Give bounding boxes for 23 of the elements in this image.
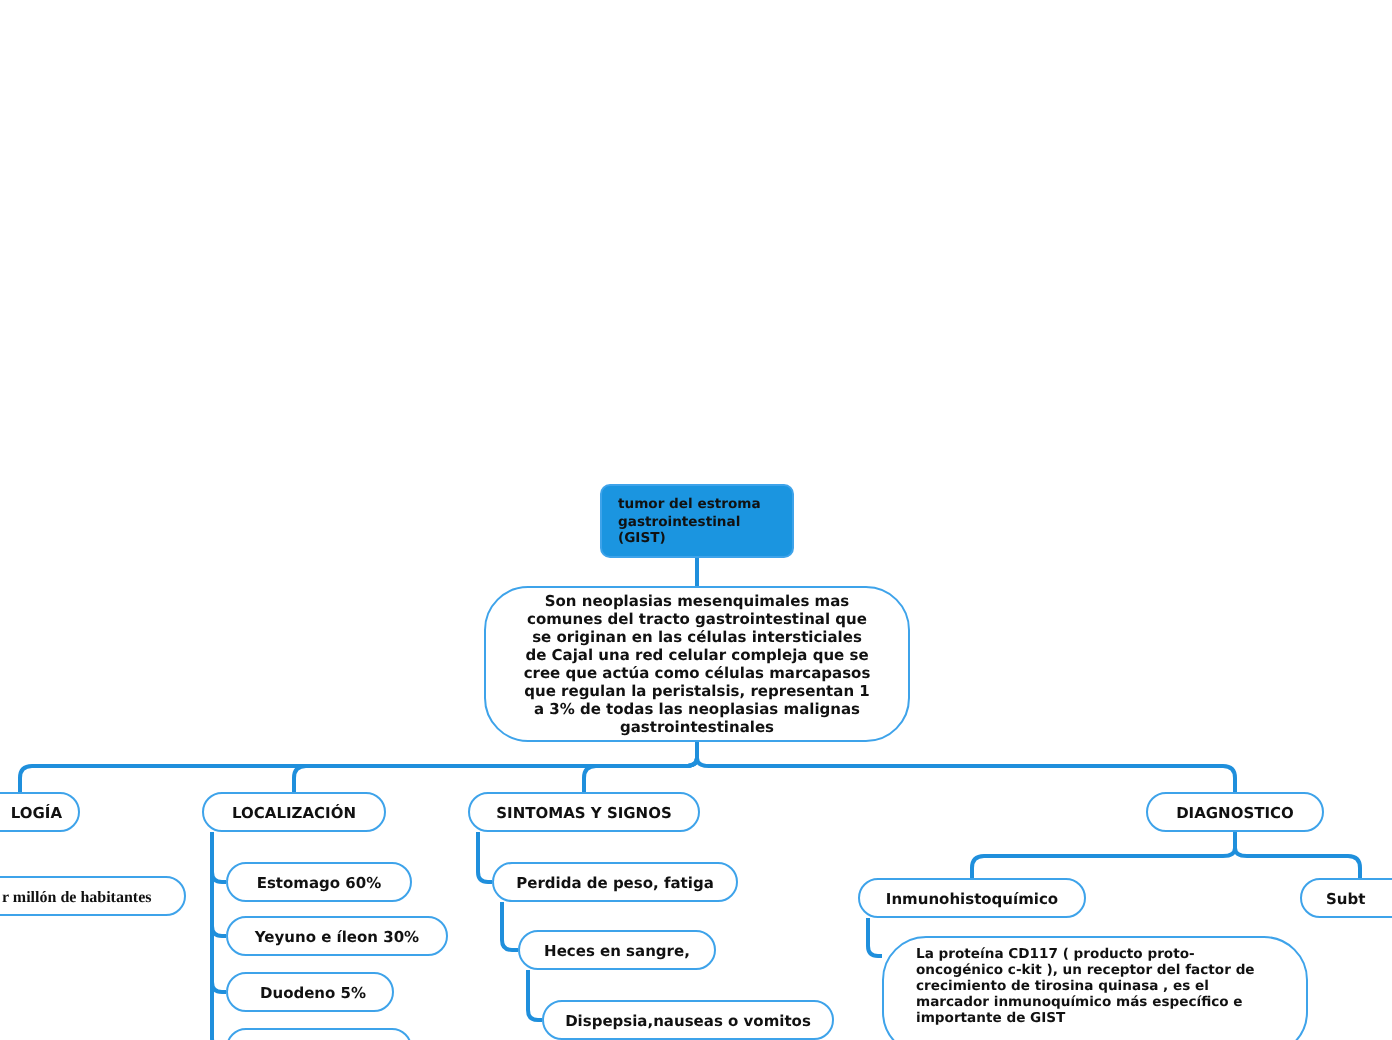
topic-box: [226, 972, 394, 1012]
topic-box: [1146, 792, 1324, 832]
connector-line: [500, 902, 518, 952]
topic-box: [468, 792, 700, 832]
topic-box: [226, 916, 448, 956]
connector-line: [695, 558, 699, 586]
connector-line: [526, 970, 542, 1022]
topic-box: [226, 862, 412, 902]
connector-line: [1233, 832, 1362, 878]
topic-box: [202, 792, 386, 832]
topic-box: [492, 862, 738, 902]
topic-box: [882, 936, 1308, 1040]
topic-box: [518, 930, 716, 970]
title-box: [600, 484, 794, 558]
topic-box: [0, 876, 186, 916]
connector-line: [695, 742, 1237, 792]
topic-box: [542, 1000, 834, 1040]
topic-box: [1300, 878, 1392, 918]
connector-line: [476, 832, 492, 884]
connector-line: [866, 918, 882, 958]
topic-box: [484, 586, 910, 742]
topic-box: [858, 878, 1086, 918]
topic-text: r millón de habitantes: [2, 887, 152, 905]
